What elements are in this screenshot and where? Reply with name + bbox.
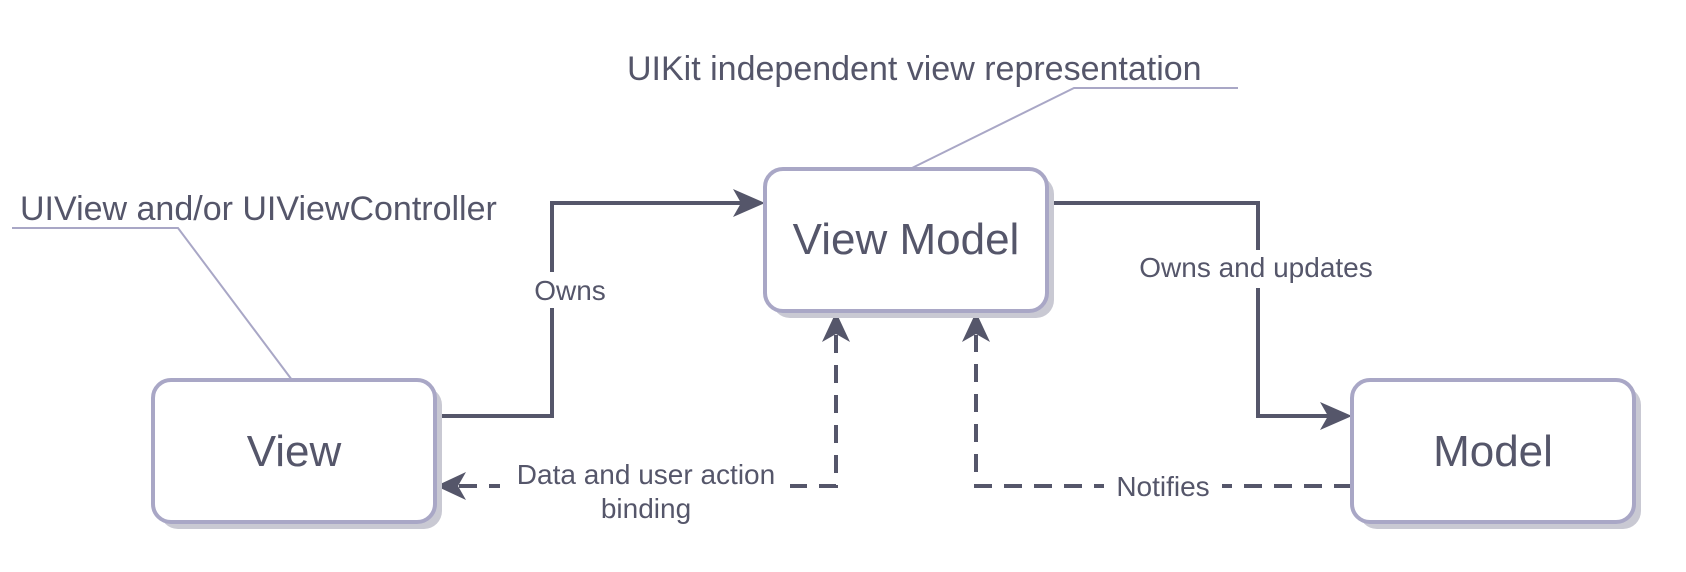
node-view-model: View Model — [763, 167, 1054, 318]
view-note-line — [12, 227, 293, 381]
view-model-note-line — [911, 87, 1238, 169]
owns-label: Owns — [534, 275, 606, 306]
owns-arrowhead — [733, 189, 765, 217]
edge-binding: Data and user action binding — [436, 312, 850, 528]
model-label: Model — [1433, 427, 1553, 476]
notifies-connector — [974, 335, 1352, 488]
binding-label-line1: Data and user action — [517, 459, 775, 490]
notifies-label: Notifies — [1116, 471, 1209, 502]
binding-arrowhead-up — [822, 312, 850, 342]
edge-owns: Owns — [436, 189, 765, 418]
edge-notifies: Notifies — [962, 312, 1352, 506]
view-model-box — [763, 167, 1049, 313]
view-label: View — [247, 427, 342, 476]
view-model-label: View Model — [793, 215, 1020, 264]
node-model: Model — [1350, 378, 1641, 529]
view-model-annotation: UIKit independent view representation — [627, 50, 1238, 169]
model-box — [1350, 378, 1636, 524]
view-model-note-text: UIKit independent view representation — [627, 50, 1202, 88]
node-view: View — [151, 378, 442, 529]
binding-arrowhead-left — [436, 472, 466, 500]
owns-and-updates-arrowhead — [1320, 402, 1352, 430]
owns-and-updates-label: Owns and updates — [1139, 252, 1373, 283]
owns-and-updates-connector — [1044, 201, 1330, 418]
binding-label-line2: binding — [601, 493, 691, 524]
view-note-text: UIView and/or UIViewController — [20, 190, 497, 228]
owns-connector — [436, 201, 744, 418]
view-box — [151, 378, 437, 524]
edge-owns-and-updates: Owns and updates — [1044, 201, 1387, 430]
notifies-arrowhead — [962, 312, 990, 342]
view-annotation: UIView and/or UIViewController — [12, 190, 497, 381]
